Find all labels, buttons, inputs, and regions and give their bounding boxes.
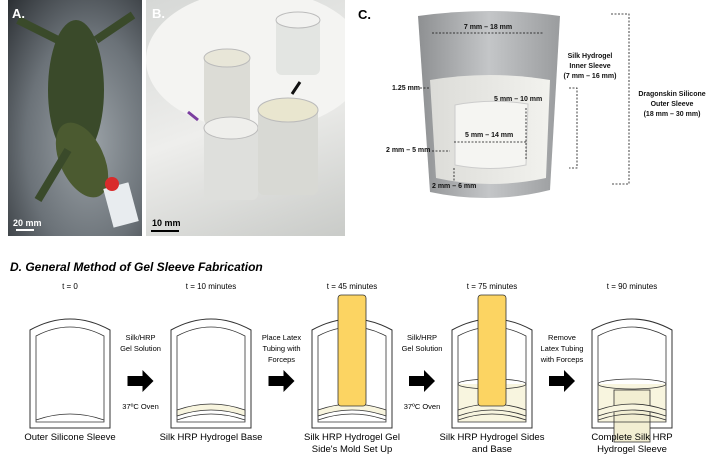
arrow-top-text: Remove — [548, 333, 576, 342]
latex-tubing — [337, 294, 367, 407]
inner-sleeve-line-3: (7 mm – 16 mm) — [564, 73, 617, 80]
hydrogel-base — [176, 403, 246, 417]
dim-wall: 1.25 mm — [392, 85, 420, 92]
arrow-right-icon — [409, 370, 435, 392]
black-arrow-icon — [290, 81, 302, 95]
panel-b-label: B. — [152, 6, 165, 21]
panel-b-scale: 10 mm — [152, 218, 181, 228]
step-caption: Complete Silk HRP — [591, 432, 672, 443]
arrow-right-icon — [549, 370, 575, 392]
inner-sleeve-line-1: Silk Hydrogel — [568, 53, 613, 60]
step-caption: and Base — [472, 444, 512, 455]
arrow-top-text: Gel Solution — [402, 344, 443, 353]
panel-d-title: D. General Method of Gel Sleeve Fabricat… — [10, 260, 263, 274]
step-time: t = 75 minutes — [467, 282, 517, 291]
arrow-top-text: Tubing with — [262, 344, 300, 353]
dim-base: 2 mm – 6 mm — [432, 183, 476, 190]
arrow-right-icon — [268, 370, 295, 392]
arrow-top-text: Latex Tubing — [541, 344, 584, 353]
dim-top-width: 7 mm – 18 mm — [464, 24, 512, 31]
dim-inner-width: 5 mm – 14 mm — [465, 132, 513, 139]
arrow-top-text: Place Latex — [262, 333, 301, 342]
purple-arrow-icon — [187, 110, 199, 122]
hydrogel-base — [597, 403, 667, 417]
panel-c-label: C. — [358, 7, 371, 22]
step-caption: Outer Silicone Sleeve — [24, 432, 115, 443]
arrow-top-text: Gel Solution — [120, 344, 161, 353]
step-time: t = 0 — [62, 282, 78, 291]
arrow-top-text: Forceps — [268, 355, 295, 364]
panel-a-scale: 20 mm — [13, 218, 42, 228]
arrow-top-text: with Forceps — [540, 355, 584, 364]
arrow-top-text: Silk/HRP — [407, 333, 437, 342]
step-caption: Hydrogel Sleeve — [597, 444, 667, 455]
step-time: t = 90 minutes — [607, 282, 657, 291]
outer-sleeve-line-1: Dragonskin Silicone — [638, 91, 705, 98]
outer-sleeve-line-3: (18 mm – 30 mm) — [644, 111, 701, 118]
inner-sleeve-line-2: Inner Sleeve — [569, 63, 610, 70]
outer-sleeve — [29, 318, 111, 429]
step-caption: Side's Mold Set Up — [312, 444, 393, 455]
dim-side: 2 mm – 5 mm — [386, 147, 430, 154]
dim-inner-height: 5 mm – 10 mm — [494, 96, 542, 103]
step-caption: Silk HRP Hydrogel Sides — [440, 432, 545, 443]
arrow-bottom-text: 37ºC Oven — [122, 402, 159, 411]
arrow-top-text: Silk/HRP — [125, 333, 155, 342]
panel-d-diagram: t = 0 Outer Silicone Sleeve t = 10 minutes… — [24, 282, 672, 455]
panel-a-photo: A. 20 mm — [8, 0, 142, 236]
outer-sleeve-line-2: Outer Sleeve — [651, 101, 694, 108]
step-caption: Silk HRP Hydrogel Gel — [304, 432, 400, 443]
panel-b-photo: B. 10 mm — [146, 0, 345, 236]
process-arrow-1: Silk/HRP Gel Solution 37ºC Oven — [120, 333, 161, 411]
arrow-right-icon — [127, 370, 154, 392]
latex-tubing — [477, 294, 507, 407]
panel-a-label: A. — [12, 6, 25, 21]
step-time: t = 45 minutes — [327, 282, 377, 291]
step-caption: Silk HRP Hydrogel Base — [160, 432, 263, 443]
outer-sleeve — [170, 318, 252, 429]
inner-hydrogel-sleeve — [613, 389, 651, 443]
step-time: t = 10 minutes — [186, 282, 236, 291]
gel-level — [597, 378, 667, 390]
cups-image — [146, 0, 345, 232]
frog-image — [16, 11, 139, 231]
process-arrow-3: Silk/HRP Gel Solution 37ºC Oven — [402, 333, 443, 411]
panel-c-diagram: 7 mm – 18 mm 1.25 mm 5 mm – 10 mm 5 mm –… — [350, 0, 714, 210]
step-1: t = 0 Outer Silicone Sleeve — [24, 282, 115, 443]
dimension-lines — [420, 13, 630, 185]
arrow-bottom-text: 37ºC Oven — [404, 402, 441, 411]
